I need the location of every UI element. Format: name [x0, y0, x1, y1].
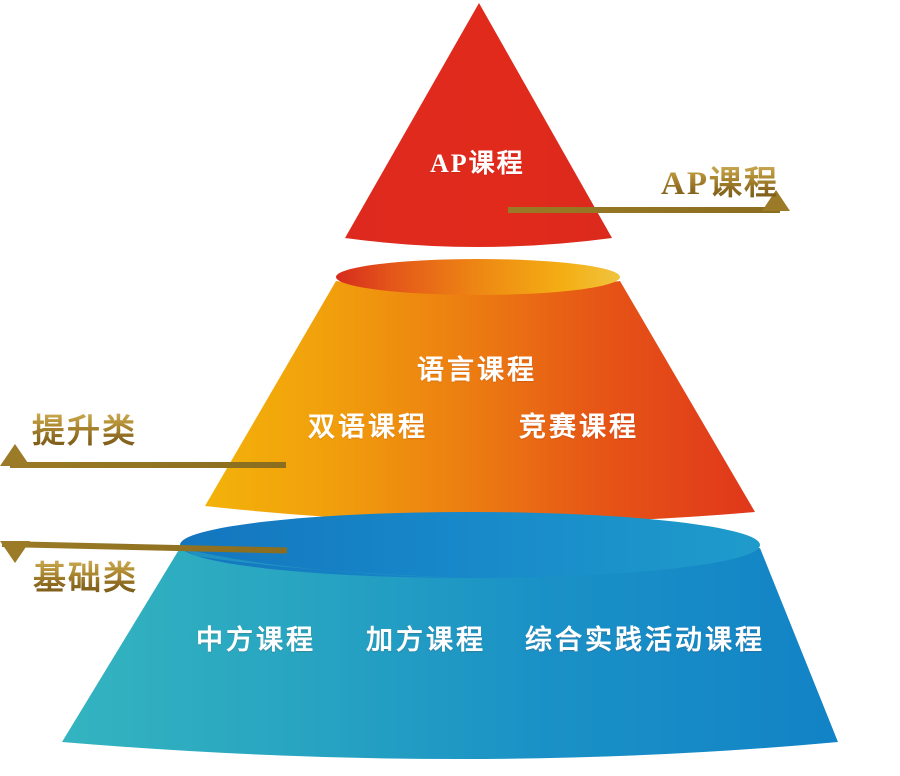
side-label-ap: AP课程 — [661, 156, 779, 204]
ap-leader-line — [508, 190, 790, 213]
tier-top-shape — [345, 3, 612, 247]
jichu-leader-line — [0, 541, 287, 563]
side-label-jichu: 基础类 — [33, 551, 138, 599]
side-label-tisheng: 提升类 — [32, 404, 137, 452]
tier-middle-shape — [205, 259, 755, 523]
tisheng-leader-line — [0, 444, 286, 468]
tier-bottom-shape — [62, 512, 838, 759]
